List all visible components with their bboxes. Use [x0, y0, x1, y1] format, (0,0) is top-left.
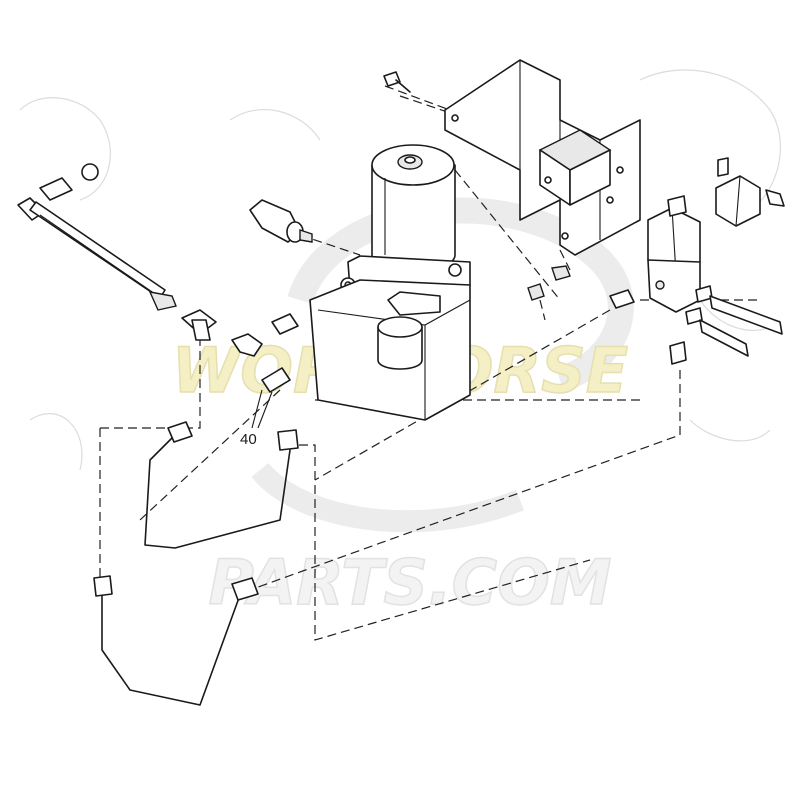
bracket-bolt: [383, 71, 411, 93]
relay: [715, 157, 785, 227]
background-sketch: [19, 69, 781, 471]
mounting-bracket: [444, 59, 641, 256]
callout-label: 40: [240, 431, 257, 448]
pump-motor: [371, 144, 456, 271]
pump-reservoir: [309, 279, 471, 421]
tee-fitting: [181, 309, 217, 341]
adapter-fittings: [261, 289, 687, 393]
valve-bolts: [685, 285, 783, 357]
hydraulic-hose: [17, 163, 177, 311]
pressure-switch: [249, 199, 313, 243]
solenoid-valve: [647, 195, 701, 313]
hard-line-lower: [93, 575, 259, 706]
watermark-parts-com: PARTS.COM: [208, 546, 611, 619]
hard-line-upper: [144, 421, 299, 549]
callout-40: 40: [240, 389, 273, 448]
elbow-fitting: [231, 333, 263, 357]
bracket-nuts: [527, 265, 571, 301]
